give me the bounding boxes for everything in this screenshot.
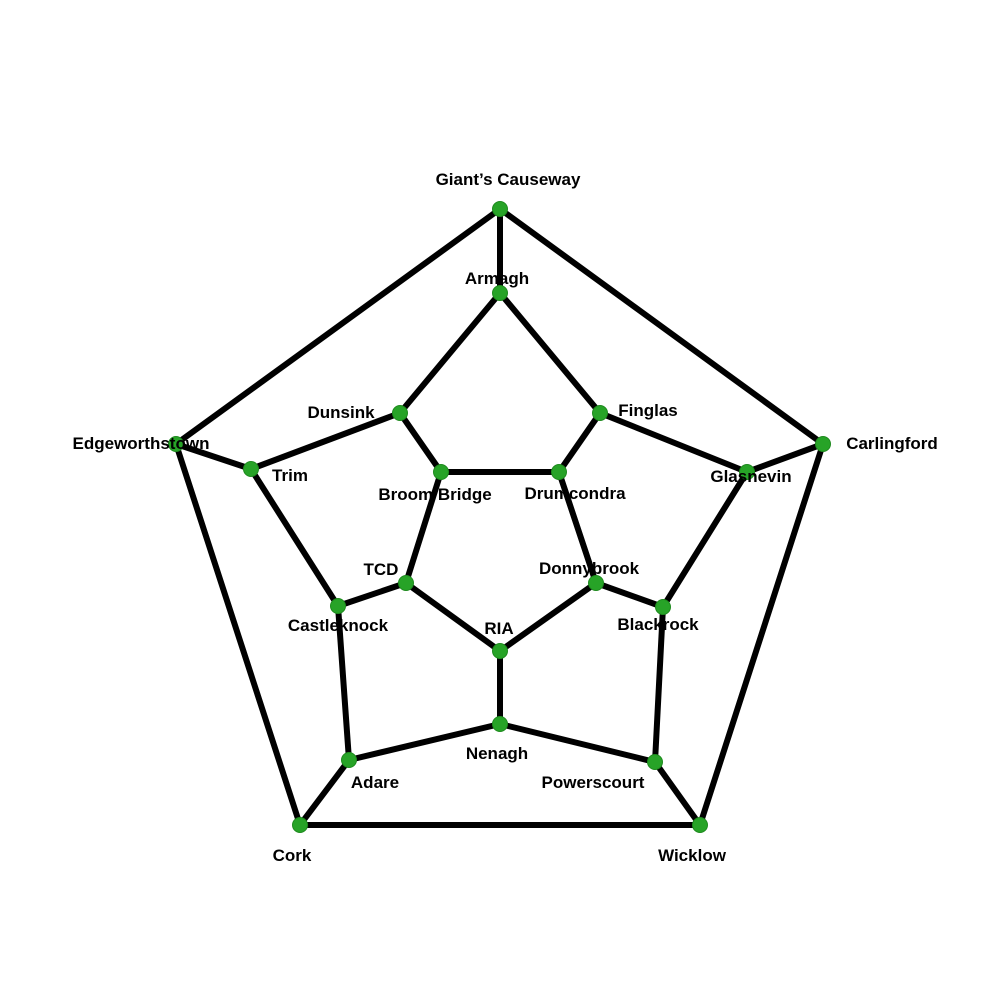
node-tcd	[398, 575, 414, 591]
edge-cork-adare	[297, 757, 352, 828]
label-armagh: Armagh	[465, 269, 529, 288]
node-giants-causeway	[492, 201, 508, 217]
edge-finglas-drumcondra	[556, 410, 603, 475]
label-carlingford: Carlingford	[846, 434, 938, 453]
label-donnybrook: Donnybrook	[539, 559, 640, 578]
label-dunsink: Dunsink	[307, 403, 375, 422]
edges-layer	[173, 206, 826, 828]
edge-drumcondra-donnybrook	[556, 469, 599, 586]
label-adare: Adare	[351, 773, 399, 792]
label-finglas: Finglas	[618, 401, 678, 420]
node-drumcondra	[551, 464, 567, 480]
edge-carlingford-wicklow	[697, 441, 826, 828]
edge-blackrock-glasnevin	[660, 469, 750, 610]
node-wicklow	[692, 817, 708, 833]
label-nenagh: Nenagh	[466, 744, 528, 763]
nodes-layer	[168, 201, 831, 833]
edge-armagh-dunsink	[397, 290, 503, 416]
label-blackrock: Blackrock	[617, 615, 699, 634]
label-giants-causeway: Giant’s Causeway	[436, 170, 581, 189]
label-wicklow: Wicklow	[658, 846, 727, 865]
node-donnybrook	[588, 575, 604, 591]
label-castleknock: Castleknock	[288, 616, 389, 635]
edge-trim-castleknock	[248, 466, 341, 609]
edge-edgeworthstown-trim	[173, 441, 254, 472]
edge-tcd-broom-bridge	[403, 469, 444, 586]
node-powerscourt	[647, 754, 663, 770]
edge-powerscourt-blackrock	[652, 604, 666, 765]
node-armagh	[492, 285, 508, 301]
edge-castleknock-tcd	[335, 580, 409, 609]
node-castleknock	[330, 598, 346, 614]
edge-giants-causeway-carlingford	[497, 206, 826, 447]
label-edgeworthstown: Edgeworthstown	[73, 434, 210, 453]
edge-armagh-finglas	[497, 290, 603, 416]
node-dunsink	[392, 405, 408, 421]
node-trim	[243, 461, 259, 477]
node-edgeworthstown	[168, 436, 184, 452]
label-ria: RIA	[484, 619, 513, 638]
node-finglas	[592, 405, 608, 421]
edge-blackrock-donnybrook	[593, 580, 666, 610]
node-cork	[292, 817, 308, 833]
node-carlingford	[815, 436, 831, 452]
label-powerscourt: Powerscourt	[542, 773, 645, 792]
node-ria	[492, 643, 508, 659]
label-drumcondra: Drumcondra	[524, 484, 626, 503]
label-glasnevin: Glasnevin	[710, 467, 791, 486]
label-tcd: TCD	[364, 560, 399, 579]
edge-carlingford-glasnevin	[744, 441, 826, 475]
edge-glasnevin-finglas	[597, 410, 750, 475]
node-adare	[341, 752, 357, 768]
node-blackrock	[655, 599, 671, 615]
edge-ria-tcd	[403, 580, 503, 654]
edge-donnybrook-ria	[497, 580, 599, 654]
edge-edgeworthstown-cork	[173, 441, 303, 828]
node-glasnevin	[739, 464, 755, 480]
edge-adare-nenagh	[346, 721, 503, 763]
edge-dunsink-trim	[248, 410, 403, 472]
label-broom-bridge: Broom Bridge	[378, 485, 491, 504]
edge-giants-causeway-edgeworthstown	[173, 206, 503, 447]
label-trim: Trim	[272, 466, 308, 485]
node-broom-bridge	[433, 464, 449, 480]
edge-castleknock-adare	[335, 603, 352, 763]
node-nenagh	[492, 716, 508, 732]
label-cork: Cork	[273, 846, 312, 865]
edge-dunsink-broom-bridge	[397, 410, 444, 475]
edge-nenagh-powerscourt	[497, 721, 658, 765]
edge-wicklow-powerscourt	[652, 759, 703, 828]
